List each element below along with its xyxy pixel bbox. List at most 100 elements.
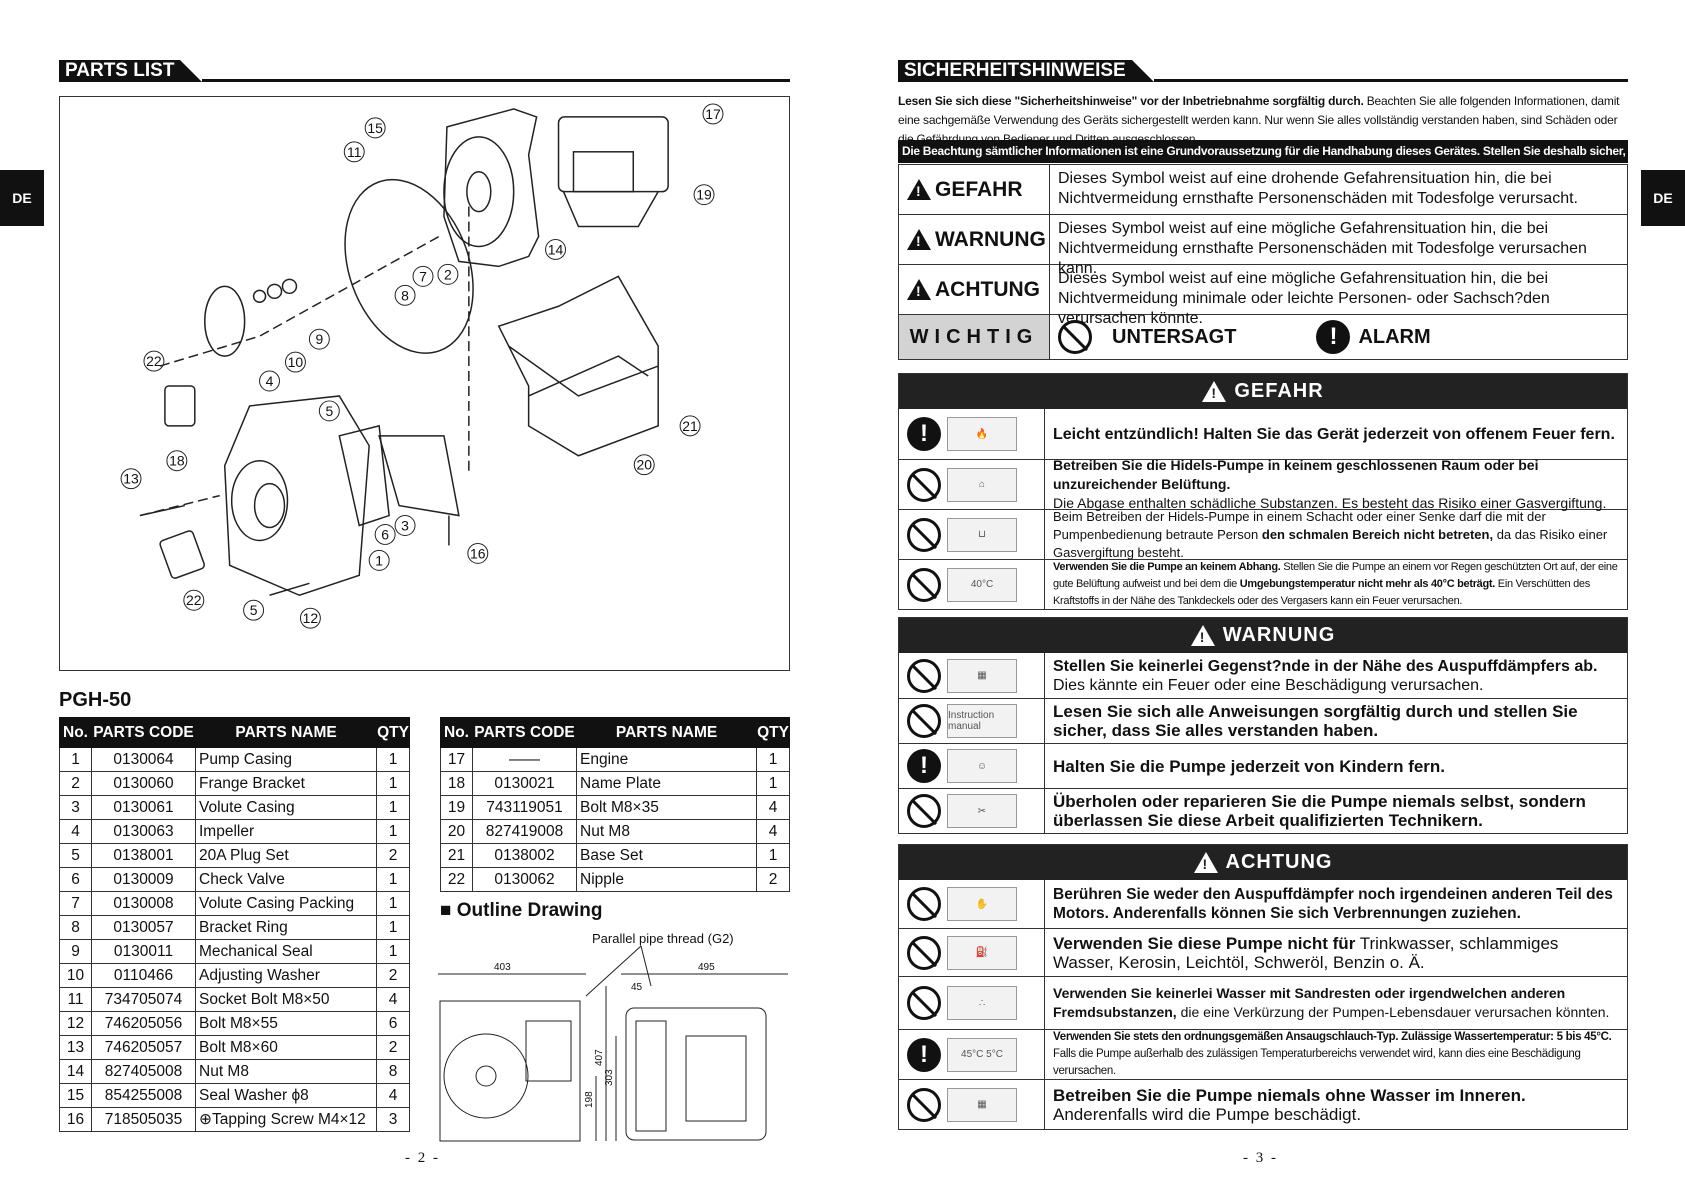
child-icon: ☺ (947, 749, 1017, 783)
callout-10: 10 (288, 354, 304, 370)
cell-no: 21 (440, 843, 473, 868)
callout-20: 20 (636, 457, 652, 473)
cell-name: Engine (575, 747, 758, 772)
cell-no: 15 (59, 1083, 92, 1108)
hot-muffler-icon: ✋ (947, 887, 1017, 921)
warning-triangle-icon: ! (907, 279, 931, 300)
cell-code: 746205056 (91, 1011, 196, 1036)
cell-name: Bolt M8×55 (194, 1011, 378, 1036)
callout-21: 21 (682, 418, 698, 434)
cell-code: 0130011 (91, 939, 196, 964)
cell-name: Check Valve (194, 867, 378, 892)
signal-row-warnung: !WARNUNG Dieses Symbol weist auf eine mö… (899, 215, 1627, 277)
cell-code: 0130009 (91, 867, 196, 892)
callout-6: 6 (381, 526, 389, 542)
cell-name: Base Set (575, 843, 758, 868)
cell-no: 17 (440, 747, 473, 772)
alarm-label: ALARM (1358, 325, 1431, 348)
col-qty: QTY (376, 717, 410, 748)
cell-no: 16 (59, 1107, 92, 1132)
page-number-left: - 2 - (405, 1150, 440, 1166)
dim-495: 495 (698, 962, 715, 973)
sand-water-icon: ∴ (947, 986, 1017, 1020)
cell-code: 0110466 (91, 963, 196, 988)
callout-17: 17 (705, 106, 721, 122)
cell-name: Bolt M8×60 (194, 1035, 378, 1060)
cell-code: 0130063 (91, 819, 196, 844)
prohibited-icon (907, 1087, 941, 1122)
cell-code: 718505035 (91, 1107, 196, 1132)
parts-list-heading: PARTS LIST (59, 60, 790, 82)
cell-name: Volute Casing Packing (194, 891, 378, 916)
cell-no: 10 (59, 963, 92, 988)
page-number-right: - 3 - (1243, 1150, 1278, 1166)
cell-code: 0130008 (91, 891, 196, 916)
cell-no: 6 (59, 867, 92, 892)
warnung-row-4: ✂ Überholen oder reparieren Sie die Pump… (899, 788, 1627, 833)
col-name: PARTS NAME (575, 717, 758, 748)
warning-triangle-icon: ! (1202, 381, 1227, 402)
cell-code: 0130061 (91, 795, 196, 820)
cell-qty: 3 (376, 1107, 410, 1132)
cell-no: 7 (59, 891, 92, 916)
callout-3: 3 (401, 517, 409, 533)
callout-22b: 22 (186, 592, 202, 608)
achtung-row-4: !45°C 5°C Verwenden Sie stets den ordnun… (899, 1029, 1627, 1079)
cell-code: —— (472, 747, 577, 772)
cell-code: 0130057 (91, 915, 196, 940)
cell-no: 3 (59, 795, 92, 820)
alarm-icon: ! (907, 417, 941, 451)
cell-qty: 1 (756, 843, 790, 868)
outline-drawing-title: ■ Outline Drawing (440, 900, 603, 921)
cell-name: Nut M8 (194, 1059, 378, 1084)
cell-qty: 1 (376, 891, 410, 916)
cell-no: 9 (59, 939, 92, 964)
cell-qty: 1 (376, 915, 410, 940)
achtung-row-1: ✋ Berühren Sie weder den Auspuffdämpfer … (899, 880, 1627, 928)
dry-run-icon: ▦ (947, 1087, 1017, 1122)
cell-no: 8 (59, 915, 92, 940)
prohibited-icon (907, 517, 941, 552)
cell-name: Bracket Ring (194, 915, 378, 940)
callout-4: 4 (266, 373, 274, 389)
callout-9: 9 (315, 331, 323, 347)
cell-name: 20A Plug Set (194, 843, 378, 868)
cell-no: 4 (59, 819, 92, 844)
prohibited-icon (907, 704, 941, 738)
cell-qty: 4 (756, 795, 790, 820)
callout-19: 19 (696, 187, 712, 203)
prohibited-icon (907, 658, 941, 693)
cell-no: 1 (59, 747, 92, 772)
cell-code: 734705074 (91, 987, 196, 1012)
cell-no: 22 (440, 867, 473, 892)
cell-qty: 4 (756, 819, 790, 844)
cell-qty: 2 (376, 1035, 410, 1060)
warning-triangle-icon: ! (907, 229, 931, 250)
temperature-range-icon: 45°C 5°C (947, 1037, 1017, 1072)
prohibited-icon (907, 887, 941, 921)
cell-code: 0130064 (91, 747, 196, 772)
callout-18: 18 (169, 453, 185, 469)
alarm-icon: ! (907, 749, 941, 783)
cell-code: 854255008 (91, 1083, 196, 1108)
cell-code: 0130060 (91, 771, 196, 796)
signal-word-table: !GEFAHR Dieses Symbol weist auf eine dro… (898, 164, 1628, 360)
gefahr-row-1: !🔥 Leicht entzündlich! Halten Sie das Ge… (899, 409, 1627, 459)
cell-name: Nipple (575, 867, 758, 892)
col-name: PARTS NAME (194, 717, 378, 748)
language-tab-right: DE (1641, 170, 1685, 226)
cell-code: 0138001 (91, 843, 196, 868)
warnung-row-2: Instruction manual Lesen Sie sich alle A… (899, 698, 1627, 743)
cell-qty: 1 (376, 795, 410, 820)
language-tab-left: DE (0, 170, 44, 226)
cell-no: 13 (59, 1035, 92, 1060)
